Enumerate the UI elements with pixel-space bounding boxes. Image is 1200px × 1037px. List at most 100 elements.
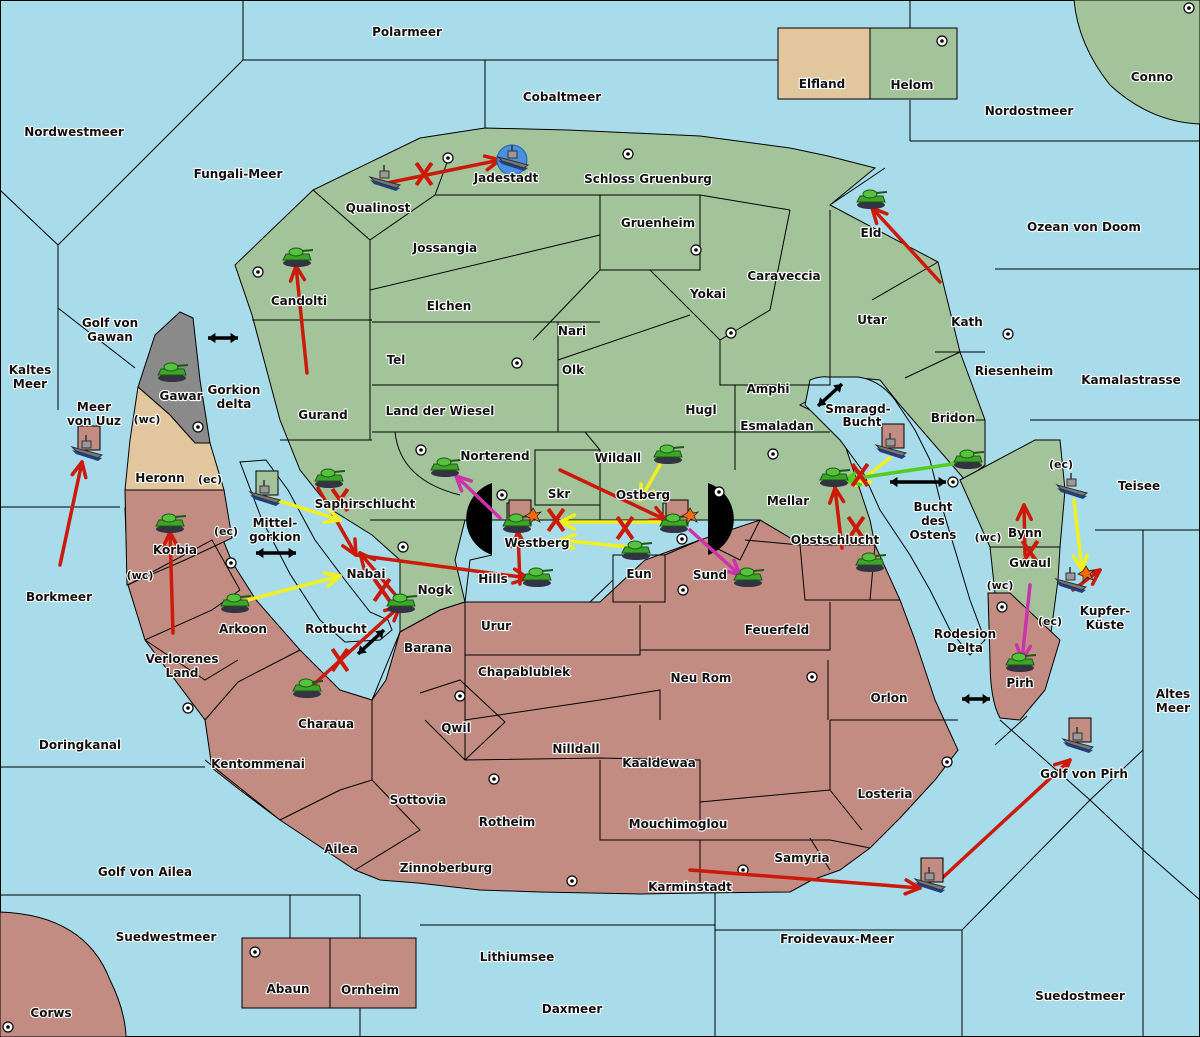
army-tank-icon[interactable] <box>314 468 346 488</box>
region-label: Rodesion <box>934 627 996 641</box>
region-label: gorkion <box>249 530 301 544</box>
army-tank-icon[interactable] <box>621 540 653 560</box>
fleet-ship-icon[interactable] <box>248 470 282 506</box>
army-tank-icon[interactable] <box>953 449 985 469</box>
army-tank-icon[interactable] <box>653 444 685 464</box>
supply-center-icon <box>941 756 953 768</box>
region-label: Nordwestmeer <box>24 125 124 139</box>
region-heronn[interactable] <box>124 386 225 491</box>
army-tank-icon[interactable] <box>1005 652 1037 672</box>
army-tank-icon[interactable] <box>522 567 554 587</box>
region-label: Esmaladan <box>740 419 813 433</box>
region-corws[interactable] <box>0 911 127 1037</box>
region-label: Land der Wiesel <box>386 404 495 418</box>
region-label: Gorkion <box>208 383 261 397</box>
region-label: Gawan <box>87 330 133 344</box>
region-label: Rotbucht <box>305 622 367 636</box>
supply-center-icon <box>454 690 466 702</box>
move-order-arrow <box>688 868 922 896</box>
region-label: Suedostmeer <box>1035 989 1125 1003</box>
region-label: (wc) <box>975 531 1002 544</box>
region-label: Conno <box>1131 70 1173 84</box>
region-label: Qualinost <box>346 201 411 215</box>
region-label: (ec) <box>1038 615 1062 628</box>
explosion-icon <box>681 507 700 526</box>
region-label: Skr <box>548 487 571 501</box>
supply-center-icon <box>397 541 409 553</box>
move-order-arrow <box>454 474 502 520</box>
region-label: Gurand <box>298 408 348 422</box>
army-tank-icon[interactable] <box>819 467 851 487</box>
fleet-ship-icon[interactable] <box>1055 473 1089 499</box>
region-label: Heronn <box>135 471 184 485</box>
move-order-arrow <box>509 530 528 586</box>
region-label: Nari <box>558 324 586 338</box>
region-label: Nogk <box>418 583 454 597</box>
fleet-ship-icon[interactable] <box>496 144 530 176</box>
failed-order-x-icon <box>330 487 350 513</box>
region-label: Fungali-Meer <box>194 167 283 181</box>
region-label: Suedwestmeer <box>116 930 217 944</box>
region-label: Ornheim <box>341 983 399 997</box>
supply-center-icon <box>713 486 725 498</box>
army-tank-icon[interactable] <box>430 457 462 477</box>
move-order-arrow <box>161 530 180 635</box>
fleet-ship-icon[interactable] <box>913 857 947 893</box>
region-elfland[interactable] <box>777 27 871 100</box>
region-conno[interactable] <box>1073 0 1200 125</box>
failed-order-x-icon <box>850 462 870 488</box>
army-tank-icon[interactable] <box>855 552 887 572</box>
army-tank-icon[interactable] <box>856 189 888 209</box>
region-label: Gruenheim <box>621 216 695 230</box>
army-tank-icon[interactable] <box>220 593 252 613</box>
army-tank-icon[interactable] <box>282 247 314 267</box>
army-tank-icon[interactable] <box>386 593 418 613</box>
region-label: (wc) <box>127 569 154 582</box>
region-label: Teisee <box>1118 479 1160 493</box>
region-label: Borkmeer <box>26 590 92 604</box>
region-smaragd-bucht[interactable] <box>804 376 986 656</box>
region-label: Kaaldewaa <box>622 756 696 770</box>
army-tank-icon[interactable] <box>292 678 324 698</box>
region-label: Froidevaux-Meer <box>780 932 894 946</box>
failed-order-x-icon <box>615 515 635 541</box>
coast-link-double-arrow-icon <box>256 547 296 559</box>
region-label: von Uuz <box>67 414 121 428</box>
coast-link-double-arrow-icon <box>356 628 386 656</box>
failed-order-x-icon <box>546 507 566 533</box>
fleet-ship-icon[interactable] <box>1054 567 1088 593</box>
fleet-ship-icon[interactable] <box>368 165 402 191</box>
impassable-west <box>466 483 492 555</box>
fleet-ship-icon[interactable] <box>1061 717 1095 753</box>
supply-center-icon <box>690 244 702 256</box>
failed-order-x-icon <box>330 647 350 673</box>
failed-order-x-icon <box>414 161 434 187</box>
army-tank-icon[interactable] <box>155 513 187 533</box>
fleet-ship-icon[interactable] <box>70 425 104 461</box>
supply-center-icon <box>725 327 737 339</box>
region-label: Meer <box>77 400 111 414</box>
region-label: Karminstadt <box>648 880 732 894</box>
region-label: Amphi <box>746 382 789 396</box>
region-label: Eun <box>626 567 651 581</box>
fleet-ship-icon[interactable] <box>874 423 908 459</box>
move-order-arrow <box>938 758 1072 882</box>
army-tank-icon[interactable] <box>733 567 765 587</box>
interior-borders <box>127 159 985 893</box>
impassable-east <box>708 483 734 555</box>
region-label: Lithiumsee <box>480 950 555 964</box>
region-label: Bridon <box>931 411 976 425</box>
region-ornheim[interactable] <box>329 937 417 1009</box>
region-label: Chapablublek <box>478 665 571 679</box>
army-tank-icon[interactable] <box>659 499 691 533</box>
region-label: Meer <box>13 377 47 391</box>
region-label: Küste <box>1086 618 1125 632</box>
supply-center-icon <box>252 266 264 278</box>
army-tank-icon[interactable] <box>157 362 189 382</box>
region-rotbucht[interactable] <box>239 459 393 643</box>
region-label: (wc) <box>134 413 161 426</box>
region-korbia <box>124 489 233 586</box>
supply-center-icon <box>442 152 454 164</box>
